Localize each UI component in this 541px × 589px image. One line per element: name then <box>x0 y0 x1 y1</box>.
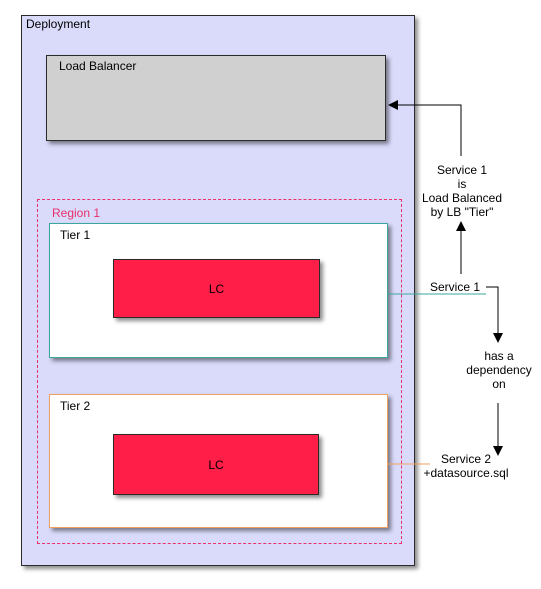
dependency-annotation: has a dependency on <box>454 349 541 391</box>
service-1-label: Service 1 <box>429 280 481 294</box>
annotation-line: Load Balanced <box>421 191 503 205</box>
tier-1-lc-label: LC <box>208 281 225 296</box>
tier-1-label: Tier 1 <box>60 228 91 242</box>
tier-2-label: Tier 2 <box>60 399 91 413</box>
region-label: Region 1 <box>52 206 101 220</box>
annotation-line: Service 2 <box>440 452 492 466</box>
dependency-arrow-top <box>486 286 503 343</box>
load-balanced-arrow <box>388 100 462 156</box>
annotation-line: by LB "Tier" <box>430 205 494 219</box>
region-container[interactable]: Region 1 <box>37 199 402 544</box>
load-balancer-box[interactable]: Load Balancer <box>46 55 386 141</box>
load-balancer-label: Load Balancer <box>59 59 137 73</box>
annotation-line: is <box>457 177 467 191</box>
deployment-label: Deployment <box>26 17 91 31</box>
tier-1-lc-box[interactable]: LC <box>113 259 320 318</box>
annotation-line: has a <box>484 349 514 363</box>
annotation-line: on <box>492 377 506 391</box>
annotation-line: dependency <box>466 363 532 377</box>
service-2-annotation: Service 2 +datasource.sql <box>414 452 518 480</box>
annotation-line: Service 1 <box>436 163 488 177</box>
annotation-line: +datasource.sql <box>423 466 509 480</box>
tier-2-lc-box[interactable]: LC <box>113 434 319 495</box>
tier-2-lc-label: LC <box>208 457 224 472</box>
load-balanced-annotation: Service 1 is Load Balanced by LB "Tier" <box>410 163 514 219</box>
